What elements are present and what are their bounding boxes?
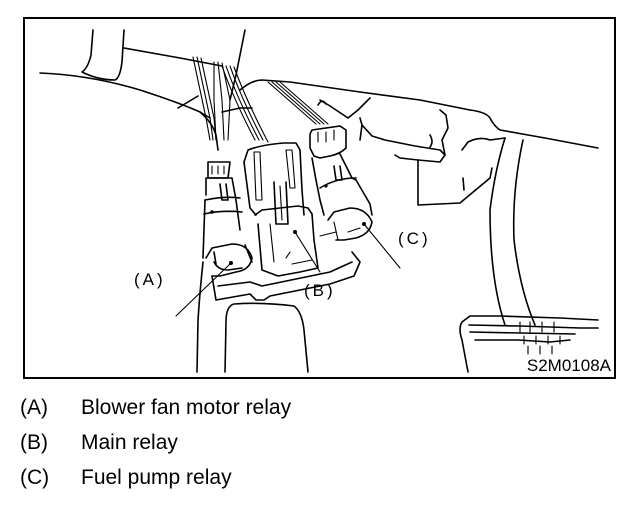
lower-trim-outline [196,261,309,373]
legend-key: (A) [20,396,48,419]
callout-label-a: (A) [134,270,166,289]
wire-harness [192,56,329,143]
legend-item: (A) Blower fan motor relay [20,396,291,431]
callout-label-c: (C) [398,229,431,248]
legend-item: (C) Fuel pump relay [20,466,291,501]
legend-text: Main relay [81,431,178,454]
relay-bracket [211,251,361,301]
diagram-frame [23,17,616,379]
legend-key: (B) [20,431,48,454]
dashboard-outline [39,29,253,151]
leader-line-b [294,231,321,273]
relay-location-diagram: (A) (B) (C) S2M0108A [23,17,616,379]
legend-item: (B) Main relay [20,431,291,466]
relay-a-blower-fan-motor [202,161,253,277]
leader-line-c [363,223,401,269]
relay-b-main [243,142,319,277]
legend-text: Fuel pump relay [81,466,232,489]
leader-line-a [175,262,232,317]
accelerator-pedal [459,315,599,373]
legend: (A) Blower fan motor relay (B) Main rela… [20,396,291,501]
legend-key: (C) [20,466,50,489]
relay-c-fuel-pump [309,125,373,241]
legend-text: Blower fan motor relay [81,396,292,419]
callout-label-b: (B) [304,281,336,300]
knee-panel-outline [239,79,599,326]
figure-id-label: S2M0108A [527,356,612,375]
